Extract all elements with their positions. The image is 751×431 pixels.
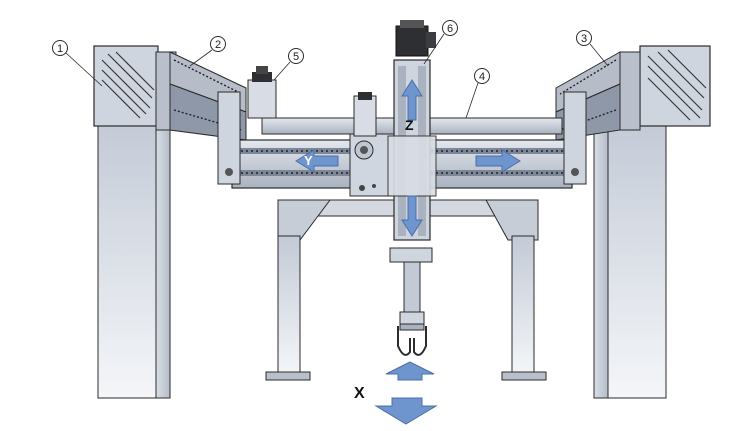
callout-4: 4 [465, 68, 490, 119]
callout-3-label: 3 [581, 33, 587, 45]
z-axis-label: Z [405, 117, 414, 133]
z-axis-column [387, 59, 437, 327]
gripper [397, 323, 427, 356]
y-axis-label: Y [304, 153, 313, 168]
callout-2-label: 2 [215, 39, 221, 51]
callout-6: 6 [423, 20, 458, 65]
callout-3: 3 [576, 30, 609, 67]
callout-5: 5 [273, 48, 304, 81]
x-axis-arrows [374, 361, 438, 425]
x-axis-label: X [354, 385, 365, 402]
callout-5-label: 5 [293, 51, 299, 63]
callout-2: 2 [189, 36, 226, 67]
callout-1: 1 [52, 40, 103, 87]
y-carriage [349, 92, 395, 197]
left-column [93, 45, 177, 399]
right-column [593, 45, 711, 399]
motor-6 [395, 20, 436, 57]
back-support-frame [265, 199, 547, 381]
z-axis-arrows [401, 79, 423, 237]
callout-1-label: 1 [57, 43, 63, 55]
callout-4-label: 4 [479, 71, 485, 83]
callout-6-label: 6 [447, 23, 453, 35]
motor-5 [247, 66, 277, 119]
y-axis-arrows [295, 149, 521, 173]
